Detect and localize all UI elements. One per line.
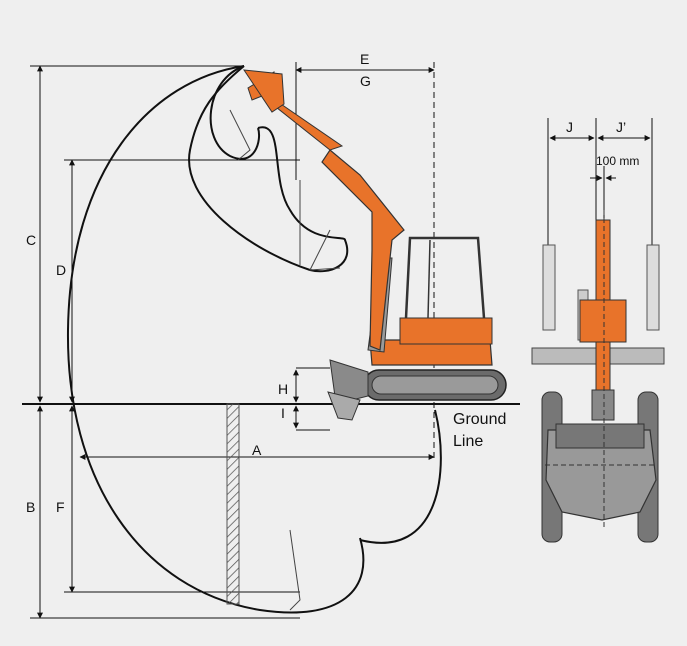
excavator-side-view [229, 69, 507, 611]
dim-label-g: G [360, 73, 371, 89]
dim-label-a: A [252, 442, 262, 458]
working-range-envelope [66, 65, 442, 614]
dim-label-b: B [26, 499, 35, 515]
dim-label-d: D [56, 262, 66, 278]
dim-label-f: F [56, 499, 65, 515]
offset-label: 100 mm [596, 154, 639, 168]
dim-label-h: H [278, 381, 288, 397]
dim-label-j-prime: J’ [616, 119, 626, 135]
dim-label-j: J [566, 119, 573, 135]
trench-wall-hatch [226, 403, 240, 605]
bucket-curl-curve [188, 65, 349, 273]
dim-label-e: E [360, 51, 369, 67]
dim-label-i: I [281, 405, 285, 421]
inner-loop-curve [209, 65, 260, 160]
outer-reach-curve [66, 65, 365, 614]
ground-line-label-2: Line [453, 433, 483, 450]
ground-line-label-1: Ground [453, 411, 506, 428]
lower-reach-curve [359, 409, 442, 544]
dim-label-c: C [26, 232, 36, 248]
excavator-front-view [531, 118, 665, 543]
